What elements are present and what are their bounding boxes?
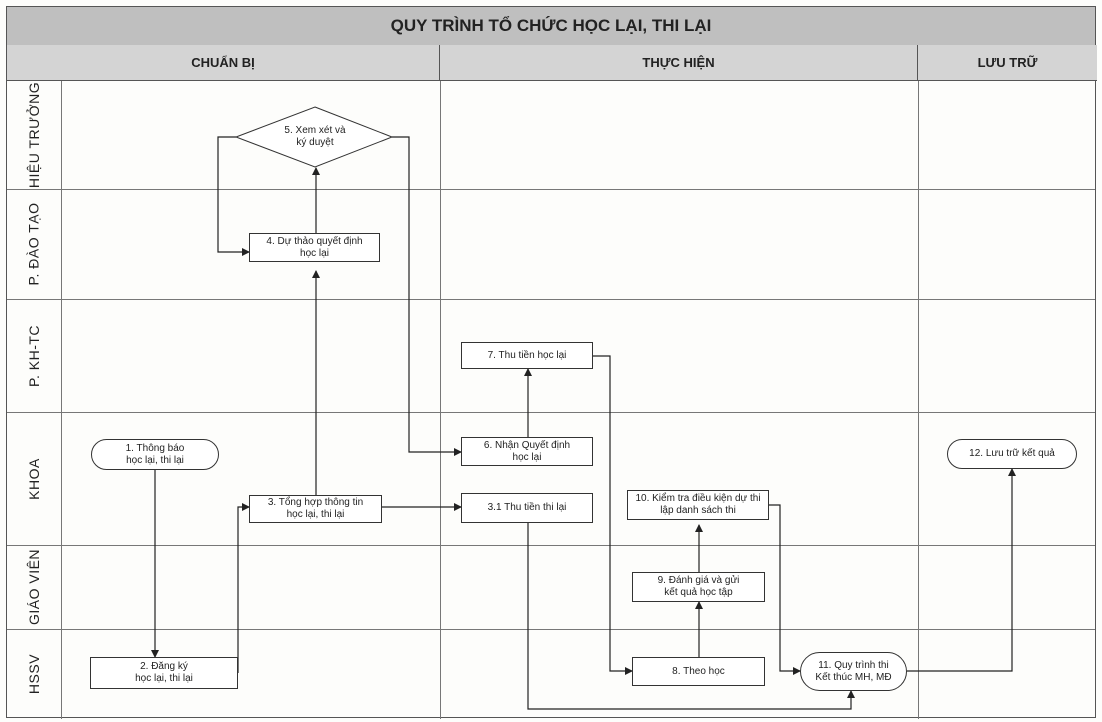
node-6: 6. Nhận Quyết định học lại [461, 437, 593, 466]
arrow-10-to-11 [769, 504, 801, 675]
arrow-3-1-to-11 [527, 523, 855, 710]
node-3: 3. Tổng hợp thông tin học lại, thi lại [249, 495, 382, 523]
phase-chuan-bi: CHUẨN BỊ [7, 45, 440, 81]
node-7: 7. Thu tiền học lại [461, 342, 593, 369]
arrow-2-to-3 [237, 503, 250, 673]
phase-thuc-hien: THỰC HIỆN [440, 45, 918, 81]
node-3-1: 3.1 Thu tiền thi lại [461, 493, 593, 523]
lane-divider [7, 299, 1095, 300]
node-8: 8. Theo học [632, 657, 765, 686]
process-diagram: QUY TRÌNH TỔ CHỨC HỌC LẠI, THI LẠI CHUẨN… [6, 6, 1097, 719]
lane-divider [7, 629, 1095, 630]
phase-divider [918, 81, 919, 719]
node-11: 11. Quy trình thi Kết thúc MH, MĐ [800, 652, 907, 691]
arrow-7-to-8 [593, 355, 633, 675]
flow-arrows [151, 106, 1016, 710]
node-4: 4. Dự thảo quyết định học lại [249, 233, 380, 262]
arrow-5-to-4 [217, 136, 250, 256]
node-12: 12. Lưu trữ kết quả [947, 439, 1077, 469]
node-1: 1. Thông báo học lại, thi lại [91, 439, 219, 470]
node-9: 9. Đánh giá và gửi kết quả học tập [632, 572, 765, 602]
label-column-divider [61, 81, 62, 719]
arrow-11-to-12 [907, 468, 1016, 672]
node-2: 2. Đăng ký học lại, thi lại [90, 657, 238, 689]
phase-luu-tru: LƯU TRỮ [918, 45, 1097, 81]
phase-divider [440, 81, 441, 719]
arrow-5-to-6 [392, 136, 462, 456]
node-10: 10. Kiểm tra điều kiện dự thi lập danh s… [627, 490, 769, 520]
lane-divider [7, 545, 1095, 546]
lane-divider [7, 189, 1095, 190]
node-5: 5. Xem xét và ký duyệt [284, 125, 346, 148]
lane-divider [7, 412, 1095, 413]
